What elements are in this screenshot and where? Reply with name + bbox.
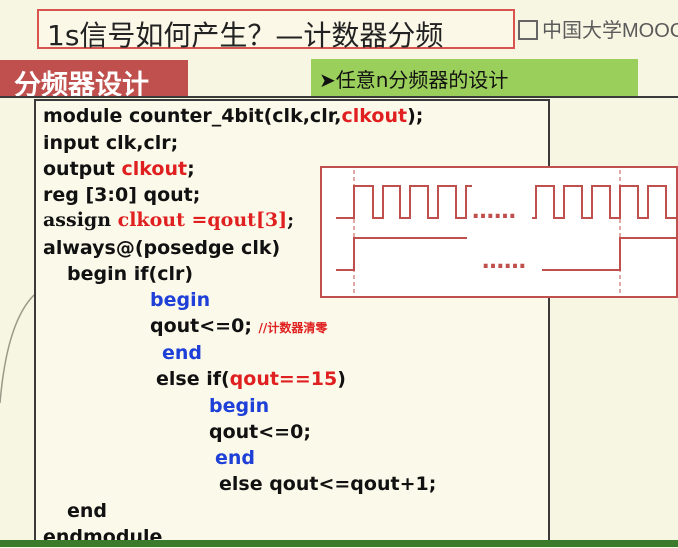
- mooc-logo-icon: [518, 20, 538, 40]
- header-divider: [0, 96, 678, 98]
- code-line-assign: assign clkout =qout[3];: [43, 209, 295, 231]
- code-line-end-1: end: [162, 342, 203, 364]
- code-line-reg: reg [3:0] qout;: [43, 184, 201, 206]
- code-line-reset: qout<=0;: [209, 421, 311, 443]
- subheading-text: ➤任意n分频器的设计: [319, 68, 509, 92]
- code-line-always: always@(posedge clk): [43, 237, 281, 259]
- code-line-module: module counter_4bit(clk,clr,clkout);: [43, 105, 424, 127]
- slide-title-box: 1s信号如何产生？—计数器分频: [37, 9, 515, 52]
- decorative-curve: [0, 294, 34, 404]
- code-line-else-if: else if(qout==15): [156, 368, 346, 390]
- code-line-begin-if: begin if(clr): [67, 263, 194, 285]
- clkout-waveform-right: [542, 237, 676, 271]
- code-line-increment: else qout<=qout+1;: [219, 473, 437, 495]
- waveform-dots-top: ……: [472, 199, 516, 224]
- code-line-begin-2: begin: [209, 395, 270, 417]
- waveform-diagram: …… ……: [320, 166, 678, 298]
- watermark-text: 中国大学MOOC: [542, 20, 678, 42]
- mooc-watermark: 中国大学MOOC: [518, 14, 678, 43]
- code-line-input: input clk,clr;: [43, 132, 179, 154]
- section-label-text: 分频器设计: [14, 70, 149, 101]
- code-line-output: output clkout;: [43, 158, 195, 180]
- slide-title: 1s信号如何产生？—计数器分频: [47, 19, 444, 52]
- code-line-clear: qout<=0; //计数器清零: [150, 315, 328, 337]
- code-line-end-3: end: [67, 500, 108, 522]
- bottom-bar: [0, 540, 678, 547]
- code-line-end-2: end: [215, 447, 256, 469]
- section-label: 分频器设计: [0, 60, 188, 101]
- waveform-dots-bottom: ……: [482, 249, 526, 274]
- clk-waveform-right: [532, 185, 676, 219]
- subheading-box: ➤任意n分频器的设计: [311, 59, 638, 96]
- waveform-svg: …… ……: [336, 170, 676, 294]
- code-line-begin-1: begin: [150, 289, 211, 311]
- clkout-waveform: [336, 237, 467, 271]
- clk-waveform: [336, 185, 472, 219]
- code-comment: //计数器清零: [258, 321, 328, 335]
